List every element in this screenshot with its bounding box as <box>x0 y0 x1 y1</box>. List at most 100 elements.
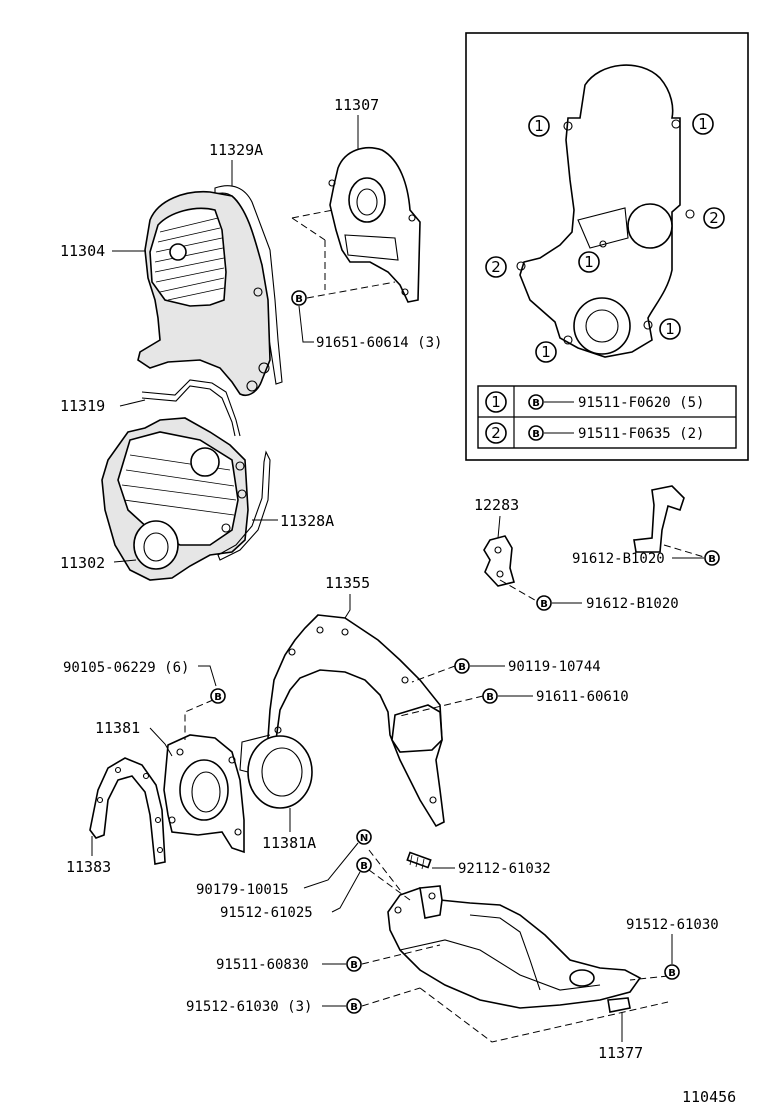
svg-text:B: B <box>540 599 548 610</box>
svg-text:B: B <box>458 662 466 673</box>
label-91512-61025: B 91512-61025 <box>220 857 372 921</box>
svg-text:1: 1 <box>491 393 501 411</box>
part-11329A-drawing <box>214 185 283 385</box>
inset-cover-drawing <box>519 64 681 358</box>
label-92112-61032: 92112-61032 <box>432 861 551 877</box>
svg-text:11383: 11383 <box>66 858 111 876</box>
svg-text:11304: 11304 <box>60 242 105 260</box>
svg-text:B: B <box>486 692 494 703</box>
svg-text:91512-61030 (3): 91512-61030 (3) <box>186 999 312 1015</box>
svg-text:91512-61030: 91512-61030 <box>626 917 719 933</box>
part-11307-drawing <box>328 146 421 303</box>
inset-callout-1e: 1 <box>535 341 557 363</box>
part-91612-bracket-drawing <box>633 485 685 553</box>
svg-text:N: N <box>360 833 368 844</box>
svg-text:90179-10015: 90179-10015 <box>196 882 289 898</box>
svg-text:B: B <box>350 960 358 971</box>
svg-text:110456: 110456 <box>682 1088 736 1106</box>
svg-text:91611-60610: 91611-60610 <box>536 689 629 705</box>
svg-text:11328A: 11328A <box>280 512 334 530</box>
label-91651-60614: B 91651-60614 (3) <box>291 290 442 351</box>
label-91611-60610: B 91611-60610 <box>482 688 629 705</box>
part-11355-drawing <box>267 614 445 828</box>
svg-text:1: 1 <box>698 115 708 133</box>
svg-text:B: B <box>360 861 368 872</box>
svg-text:11381A: 11381A <box>262 834 316 852</box>
svg-text:2: 2 <box>491 258 501 276</box>
part-11304-drawing <box>137 190 271 396</box>
part-11328A-drawing <box>217 450 271 561</box>
svg-text:91612-B1020: 91612-B1020 <box>572 551 665 567</box>
part-oilpan-drawing <box>387 885 642 1013</box>
svg-text:91612-B1020: 91612-B1020 <box>586 596 679 612</box>
part-11383-drawing <box>89 757 166 865</box>
legend-row-1: 1 B 91511-F0620 (5) <box>485 391 704 413</box>
label-90105-06229: 90105-06229 (6) B <box>63 660 226 704</box>
inset-callout-1d: 1 <box>659 318 681 340</box>
label-91512-61030-3: 91512-61030 (3) B <box>186 998 362 1015</box>
inset-panel: 1 1 2 2 1 1 1 <box>465 32 749 461</box>
label-91511-60830: 91511-60830 B <box>216 956 362 973</box>
svg-text:92112-61032: 92112-61032 <box>458 861 551 877</box>
svg-text:1: 1 <box>665 320 675 338</box>
inset-callout-1b: 1 <box>692 113 714 135</box>
svg-text:B: B <box>295 294 303 305</box>
svg-text:91511-F0620 (5): 91511-F0620 (5) <box>578 395 704 411</box>
svg-text:11377: 11377 <box>598 1044 643 1062</box>
svg-text:B: B <box>350 1002 358 1013</box>
label-11307: 11307 <box>334 96 379 150</box>
svg-text:11329A: 11329A <box>209 141 263 159</box>
label-11355: 11355 <box>325 574 370 619</box>
svg-text:11319: 11319 <box>60 397 105 415</box>
svg-text:12283: 12283 <box>474 496 519 514</box>
svg-text:91512-61025: 91512-61025 <box>220 905 313 921</box>
label-91512-61030-right: 91512-61030 B <box>626 917 719 980</box>
svg-text:11302: 11302 <box>60 554 105 572</box>
part-11381-drawing <box>163 734 245 854</box>
svg-text:11307: 11307 <box>334 96 379 114</box>
svg-text:91511-F0635 (2): 91511-F0635 (2) <box>578 426 704 442</box>
legend-row-2: 2 B 91511-F0635 (2) <box>485 422 704 444</box>
svg-text:91651-60614 (3): 91651-60614 (3) <box>316 335 442 351</box>
part-11302-drawing <box>101 417 249 581</box>
label-91612-B1020-lower: B 91612-B1020 <box>536 595 679 612</box>
inset-callout-2a: 2 <box>703 207 725 229</box>
inset-callout-1a: 1 <box>528 115 550 137</box>
part-92112-stud-drawing <box>406 851 432 870</box>
svg-text:B: B <box>214 692 222 703</box>
svg-text:91511-60830: 91511-60830 <box>216 957 309 973</box>
part-12283-drawing <box>483 535 515 587</box>
part-11381A-drawing <box>239 734 313 809</box>
svg-text:1: 1 <box>584 253 594 271</box>
svg-text:B: B <box>532 398 540 409</box>
svg-text:1: 1 <box>534 117 544 135</box>
svg-text:90105-06229 (6): 90105-06229 (6) <box>63 660 189 676</box>
svg-text:11381: 11381 <box>95 719 140 737</box>
label-11319: 11319 <box>60 397 146 415</box>
label-11383: 11383 <box>66 836 111 876</box>
label-11302: 11302 <box>60 554 137 572</box>
svg-text:2: 2 <box>709 209 719 227</box>
inset-callout-1c: 1 <box>578 251 600 273</box>
svg-text:B: B <box>532 429 540 440</box>
bolt-legend-table: 1 B 91511-F0620 (5) 2 B 91511-F0635 (2) <box>477 385 737 449</box>
label-11304: 11304 <box>60 242 146 260</box>
svg-text:1: 1 <box>541 343 551 361</box>
svg-text:B: B <box>668 968 676 979</box>
label-91612-B1020-upper: 91612-B1020 B <box>572 550 720 567</box>
label-11381: 11381 <box>95 719 173 757</box>
diagram-id-number: 110456 <box>682 1088 736 1106</box>
label-90119-10744: B 90119-10744 <box>454 658 601 675</box>
label-12283: 12283 <box>474 496 519 539</box>
label-90179-10015: N 90179-10015 <box>196 829 372 898</box>
svg-text:2: 2 <box>491 424 501 442</box>
label-11381A: 11381A <box>262 808 316 852</box>
label-11328A: 11328A <box>252 512 334 530</box>
svg-text:11355: 11355 <box>325 574 370 592</box>
label-11377: 11377 <box>598 1012 643 1062</box>
svg-text:90119-10744: 90119-10744 <box>508 659 601 675</box>
part-11319-drawing <box>141 379 241 437</box>
label-11329A: 11329A <box>209 141 263 186</box>
svg-text:B: B <box>708 554 716 565</box>
